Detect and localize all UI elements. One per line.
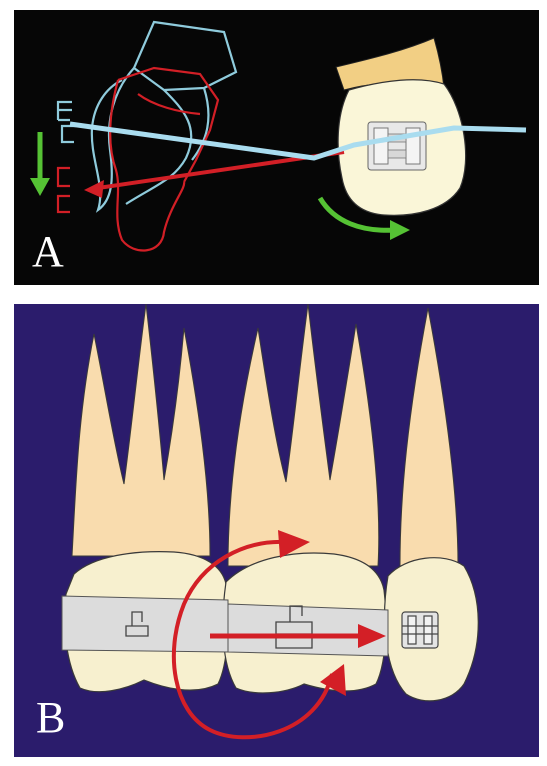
panel-b-label: B bbox=[36, 693, 66, 742]
rotation-arrow bbox=[171, 530, 346, 740]
left-molar-roots bbox=[71, 303, 211, 557]
green-down-arrow bbox=[30, 132, 50, 196]
panel-b-illustration bbox=[14, 303, 539, 757]
molar-tube-left bbox=[125, 611, 149, 637]
middle-molar-roots bbox=[227, 303, 380, 567]
panel-a-illustration bbox=[14, 10, 539, 285]
bracket bbox=[367, 121, 427, 171]
premolar-bracket bbox=[401, 611, 439, 649]
right-tooth bbox=[335, 37, 467, 216]
mesial-force-arrow bbox=[210, 624, 386, 648]
panel-b: B bbox=[14, 303, 539, 757]
premolar-root bbox=[399, 307, 459, 567]
orthodontic-band bbox=[61, 595, 389, 657]
panel-a: A bbox=[14, 10, 539, 285]
panel-a-label: A bbox=[32, 227, 64, 276]
green-rotation-arrow bbox=[317, 196, 410, 240]
archwire bbox=[69, 121, 527, 161]
red-tooth-outline bbox=[56, 66, 220, 252]
